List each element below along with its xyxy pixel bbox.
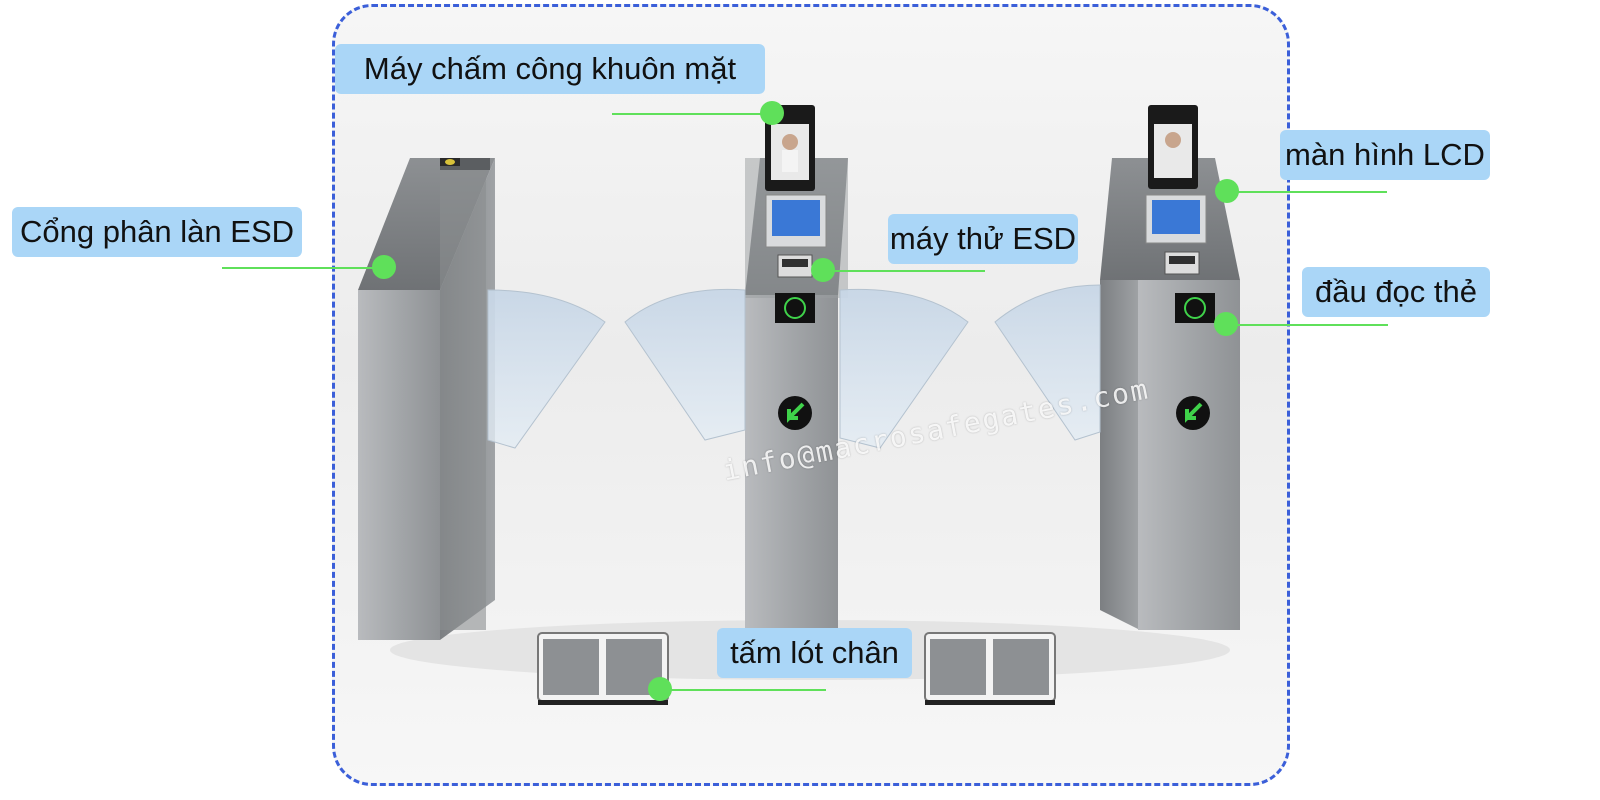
- foot-plate-left: [537, 632, 669, 705]
- dot-esd-gate: [372, 255, 396, 279]
- foot-plate-right: [924, 632, 1056, 705]
- left-wing-glass: [487, 289, 606, 449]
- leader-esd-tester: [823, 270, 985, 272]
- middle-right-wing-glass: [839, 288, 969, 449]
- dot-foot-plate: [648, 677, 672, 701]
- leader-lcd-screen: [1227, 191, 1387, 193]
- left-gate-cabinet: [358, 158, 495, 640]
- middle-left-wing-glass: [624, 288, 746, 441]
- dot-face-terminal: [760, 101, 784, 125]
- leader-face-terminal: [612, 113, 772, 115]
- dot-card-reader: [1214, 312, 1238, 336]
- leader-foot-plate: [660, 689, 826, 691]
- label-foot-plate: tấm lót chân: [717, 628, 912, 678]
- label-esd-gate: Cổng phân làn ESD: [12, 207, 302, 257]
- middle-gate-pillar: [745, 105, 848, 630]
- right-gate-pillar: [1100, 105, 1240, 630]
- right-wing-glass: [994, 284, 1101, 441]
- leader-esd-gate: [222, 267, 384, 269]
- dot-lcd-screen: [1215, 179, 1239, 203]
- label-lcd-screen: màn hình LCD: [1280, 130, 1490, 180]
- label-card-reader: đầu đọc thẻ: [1302, 267, 1490, 317]
- label-face-terminal: Máy chấm công khuôn mặt: [335, 44, 765, 94]
- dot-esd-tester: [811, 258, 835, 282]
- leader-card-reader: [1226, 324, 1388, 326]
- label-esd-tester: máy thử ESD: [888, 214, 1078, 264]
